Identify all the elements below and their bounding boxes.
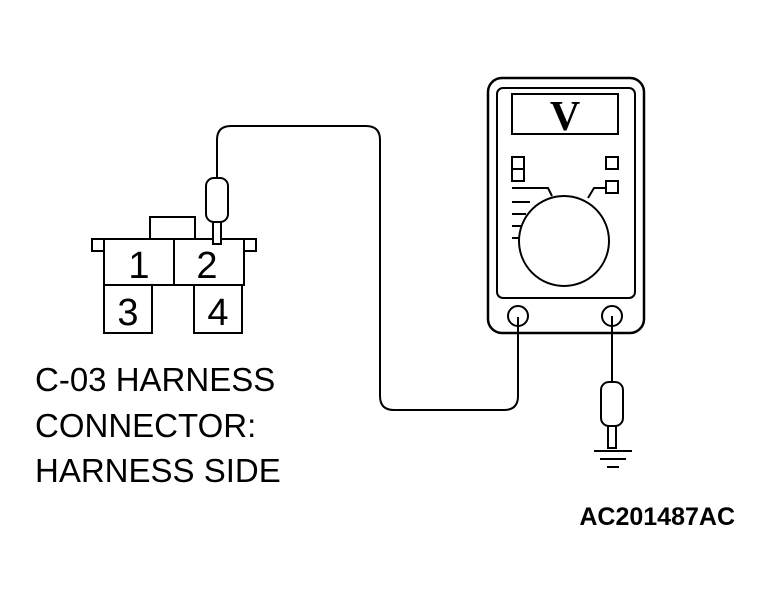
caption-line-2: CONNECTOR: xyxy=(35,407,256,444)
range-button-2 xyxy=(511,168,525,182)
multimeter xyxy=(486,76,646,335)
pin-3-label: 3 xyxy=(117,292,138,334)
range-button-4 xyxy=(605,180,619,194)
caption-line-1: C-03 HARNESS xyxy=(35,361,275,398)
connector-latch xyxy=(149,216,196,240)
connector-cell-4 xyxy=(193,284,243,334)
multimeter-body xyxy=(486,76,646,335)
pin-2-label: 2 xyxy=(196,245,217,287)
test-lead-wire xyxy=(216,125,519,411)
connector-flange-right xyxy=(243,238,257,252)
range-button-3 xyxy=(605,156,619,170)
input-jack-left xyxy=(507,305,529,327)
ground-probe xyxy=(600,381,624,449)
connector-flange-left xyxy=(91,238,105,252)
harness-connector xyxy=(91,216,257,334)
ground-symbol-icon xyxy=(594,450,632,468)
figure-id: AC201487AC xyxy=(579,503,735,531)
connector-cell-3 xyxy=(103,284,153,334)
caption-line-3: HARNESS SIDE xyxy=(35,452,281,489)
multimeter-display-reading: V xyxy=(550,94,580,140)
multimeter-panel xyxy=(496,87,636,299)
pin-4-label: 4 xyxy=(207,292,228,334)
pin-1-label: 1 xyxy=(128,245,149,287)
probe-pin-2 xyxy=(205,177,229,245)
range-button-1 xyxy=(511,156,525,170)
selector-dial xyxy=(518,195,610,287)
multimeter-display xyxy=(511,93,619,135)
